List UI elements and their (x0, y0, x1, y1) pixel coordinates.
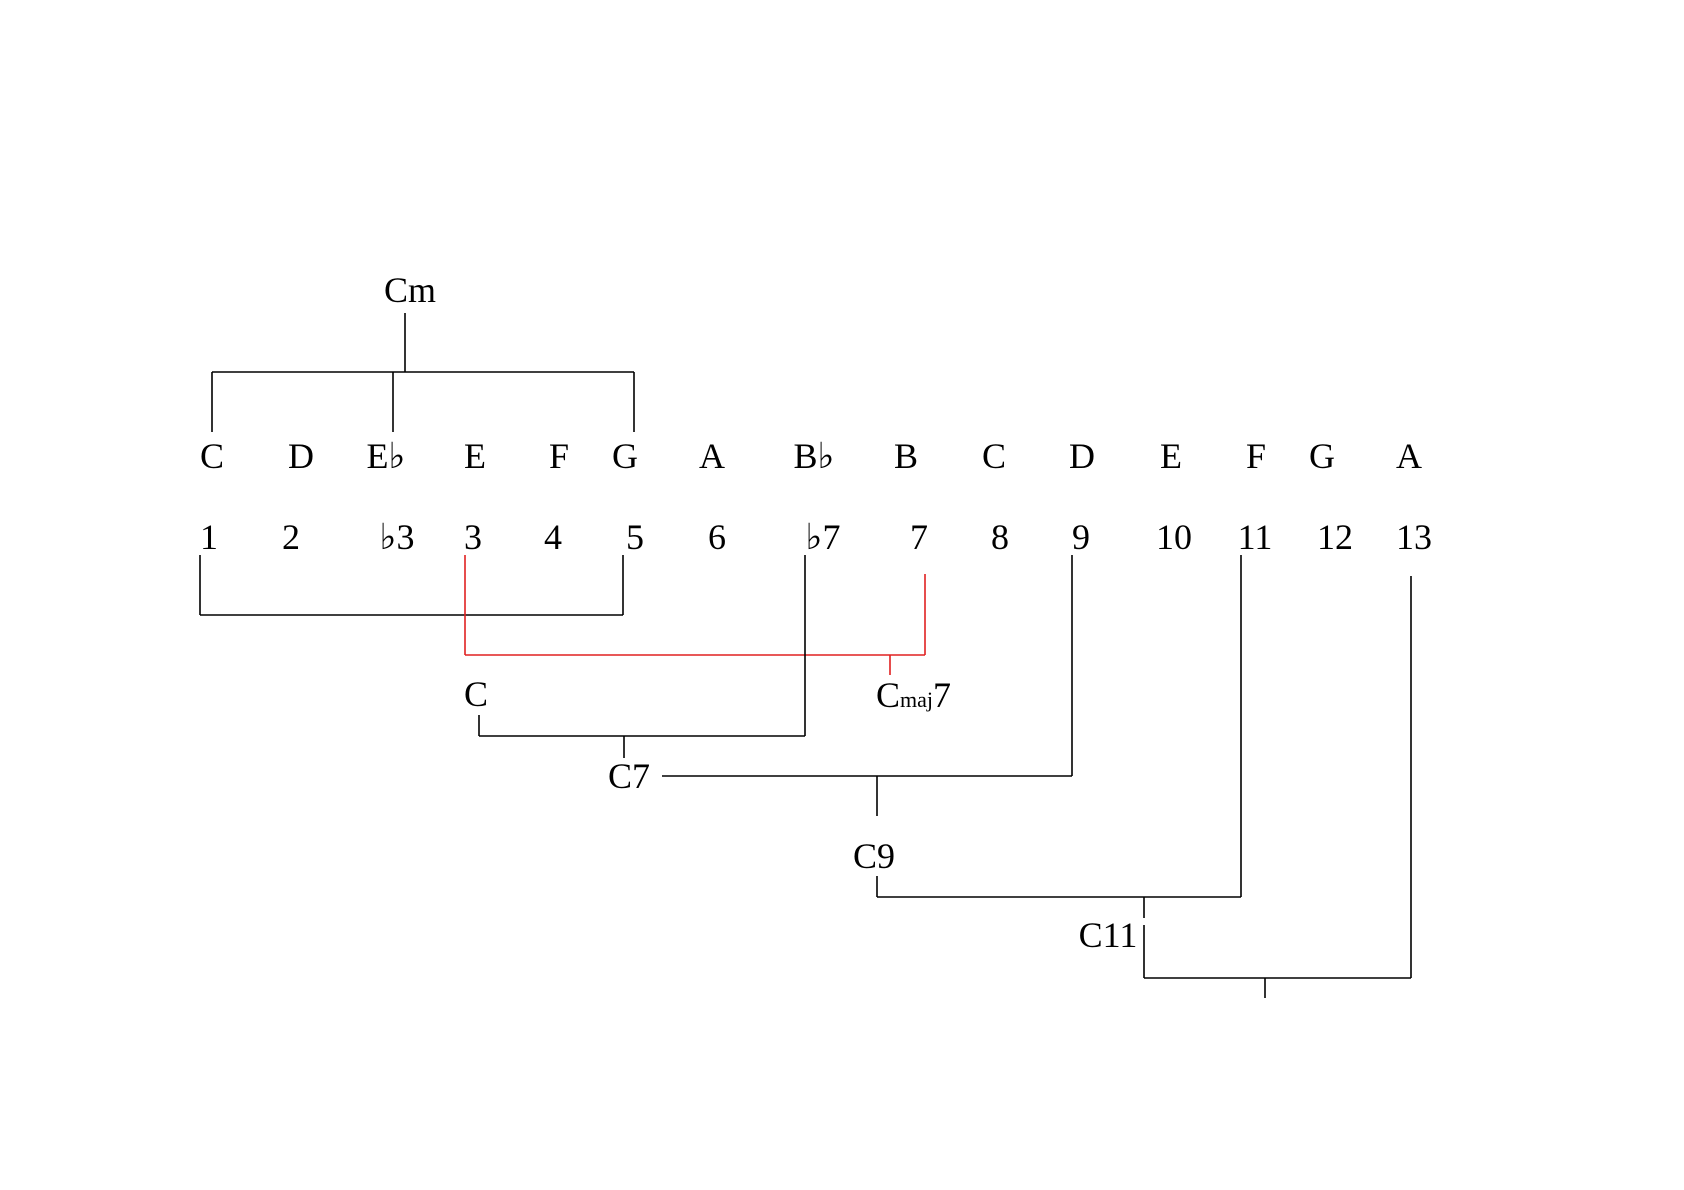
degree-label: ♭3 (380, 517, 415, 557)
note-label: F (549, 436, 569, 476)
note-row: C D E♭ E F G A B♭ B C D E F G A (200, 436, 1422, 476)
degree-label: 11 (1238, 517, 1273, 557)
degree-label: 2 (282, 517, 300, 557)
cmaj7-bracket (464, 555, 926, 675)
note-label: D (288, 436, 314, 476)
degree-label: 5 (626, 517, 644, 557)
chord-label-c9: C9 (853, 836, 895, 876)
note-label: C (200, 436, 224, 476)
c7-bracket (478, 555, 806, 758)
note-label: G (612, 436, 638, 476)
note-label: G (1309, 436, 1335, 476)
note-label: F (1246, 436, 1266, 476)
c13-bracket (1143, 576, 1412, 998)
triad-bracket (199, 555, 624, 616)
note-label: E♭ (367, 436, 406, 476)
note-label: B (894, 436, 918, 476)
degree-label: 10 (1156, 517, 1192, 557)
degree-label: 1 (200, 517, 218, 557)
note-label: D (1069, 436, 1095, 476)
degree-row: 1 2 ♭3 3 4 5 6 ♭7 7 8 9 10 11 12 13 (200, 517, 1432, 557)
chord-label-cmaj7: Cmaj7 (876, 675, 951, 715)
cmaj7-subscript: maj (900, 687, 933, 712)
degree-label: 13 (1396, 517, 1432, 557)
degree-label: 4 (544, 517, 562, 557)
c11-bracket (876, 555, 1242, 918)
chord-label-c7: C7 (608, 756, 650, 796)
degree-label: 7 (910, 517, 928, 557)
note-label: A (699, 436, 725, 476)
degree-label: 12 (1317, 517, 1353, 557)
chord-label-c11: C11 (1079, 915, 1138, 955)
degree-label: 9 (1072, 517, 1090, 557)
c9-bracket (662, 555, 1073, 816)
note-label: C (982, 436, 1006, 476)
cmaj7-root: C (876, 675, 900, 715)
degree-label: 8 (991, 517, 1009, 557)
degree-label: ♭7 (806, 517, 841, 557)
note-label: E (1160, 436, 1182, 476)
note-label: A (1396, 436, 1422, 476)
note-label: B♭ (794, 436, 835, 476)
cm-bracket (211, 313, 635, 432)
degree-label: 6 (708, 517, 726, 557)
degree-label: 3 (464, 517, 482, 557)
chord-label-cm: Cm (384, 270, 436, 310)
cmaj7-number: 7 (933, 675, 951, 715)
note-label: E (464, 436, 486, 476)
chord-label-c: C (464, 674, 488, 714)
